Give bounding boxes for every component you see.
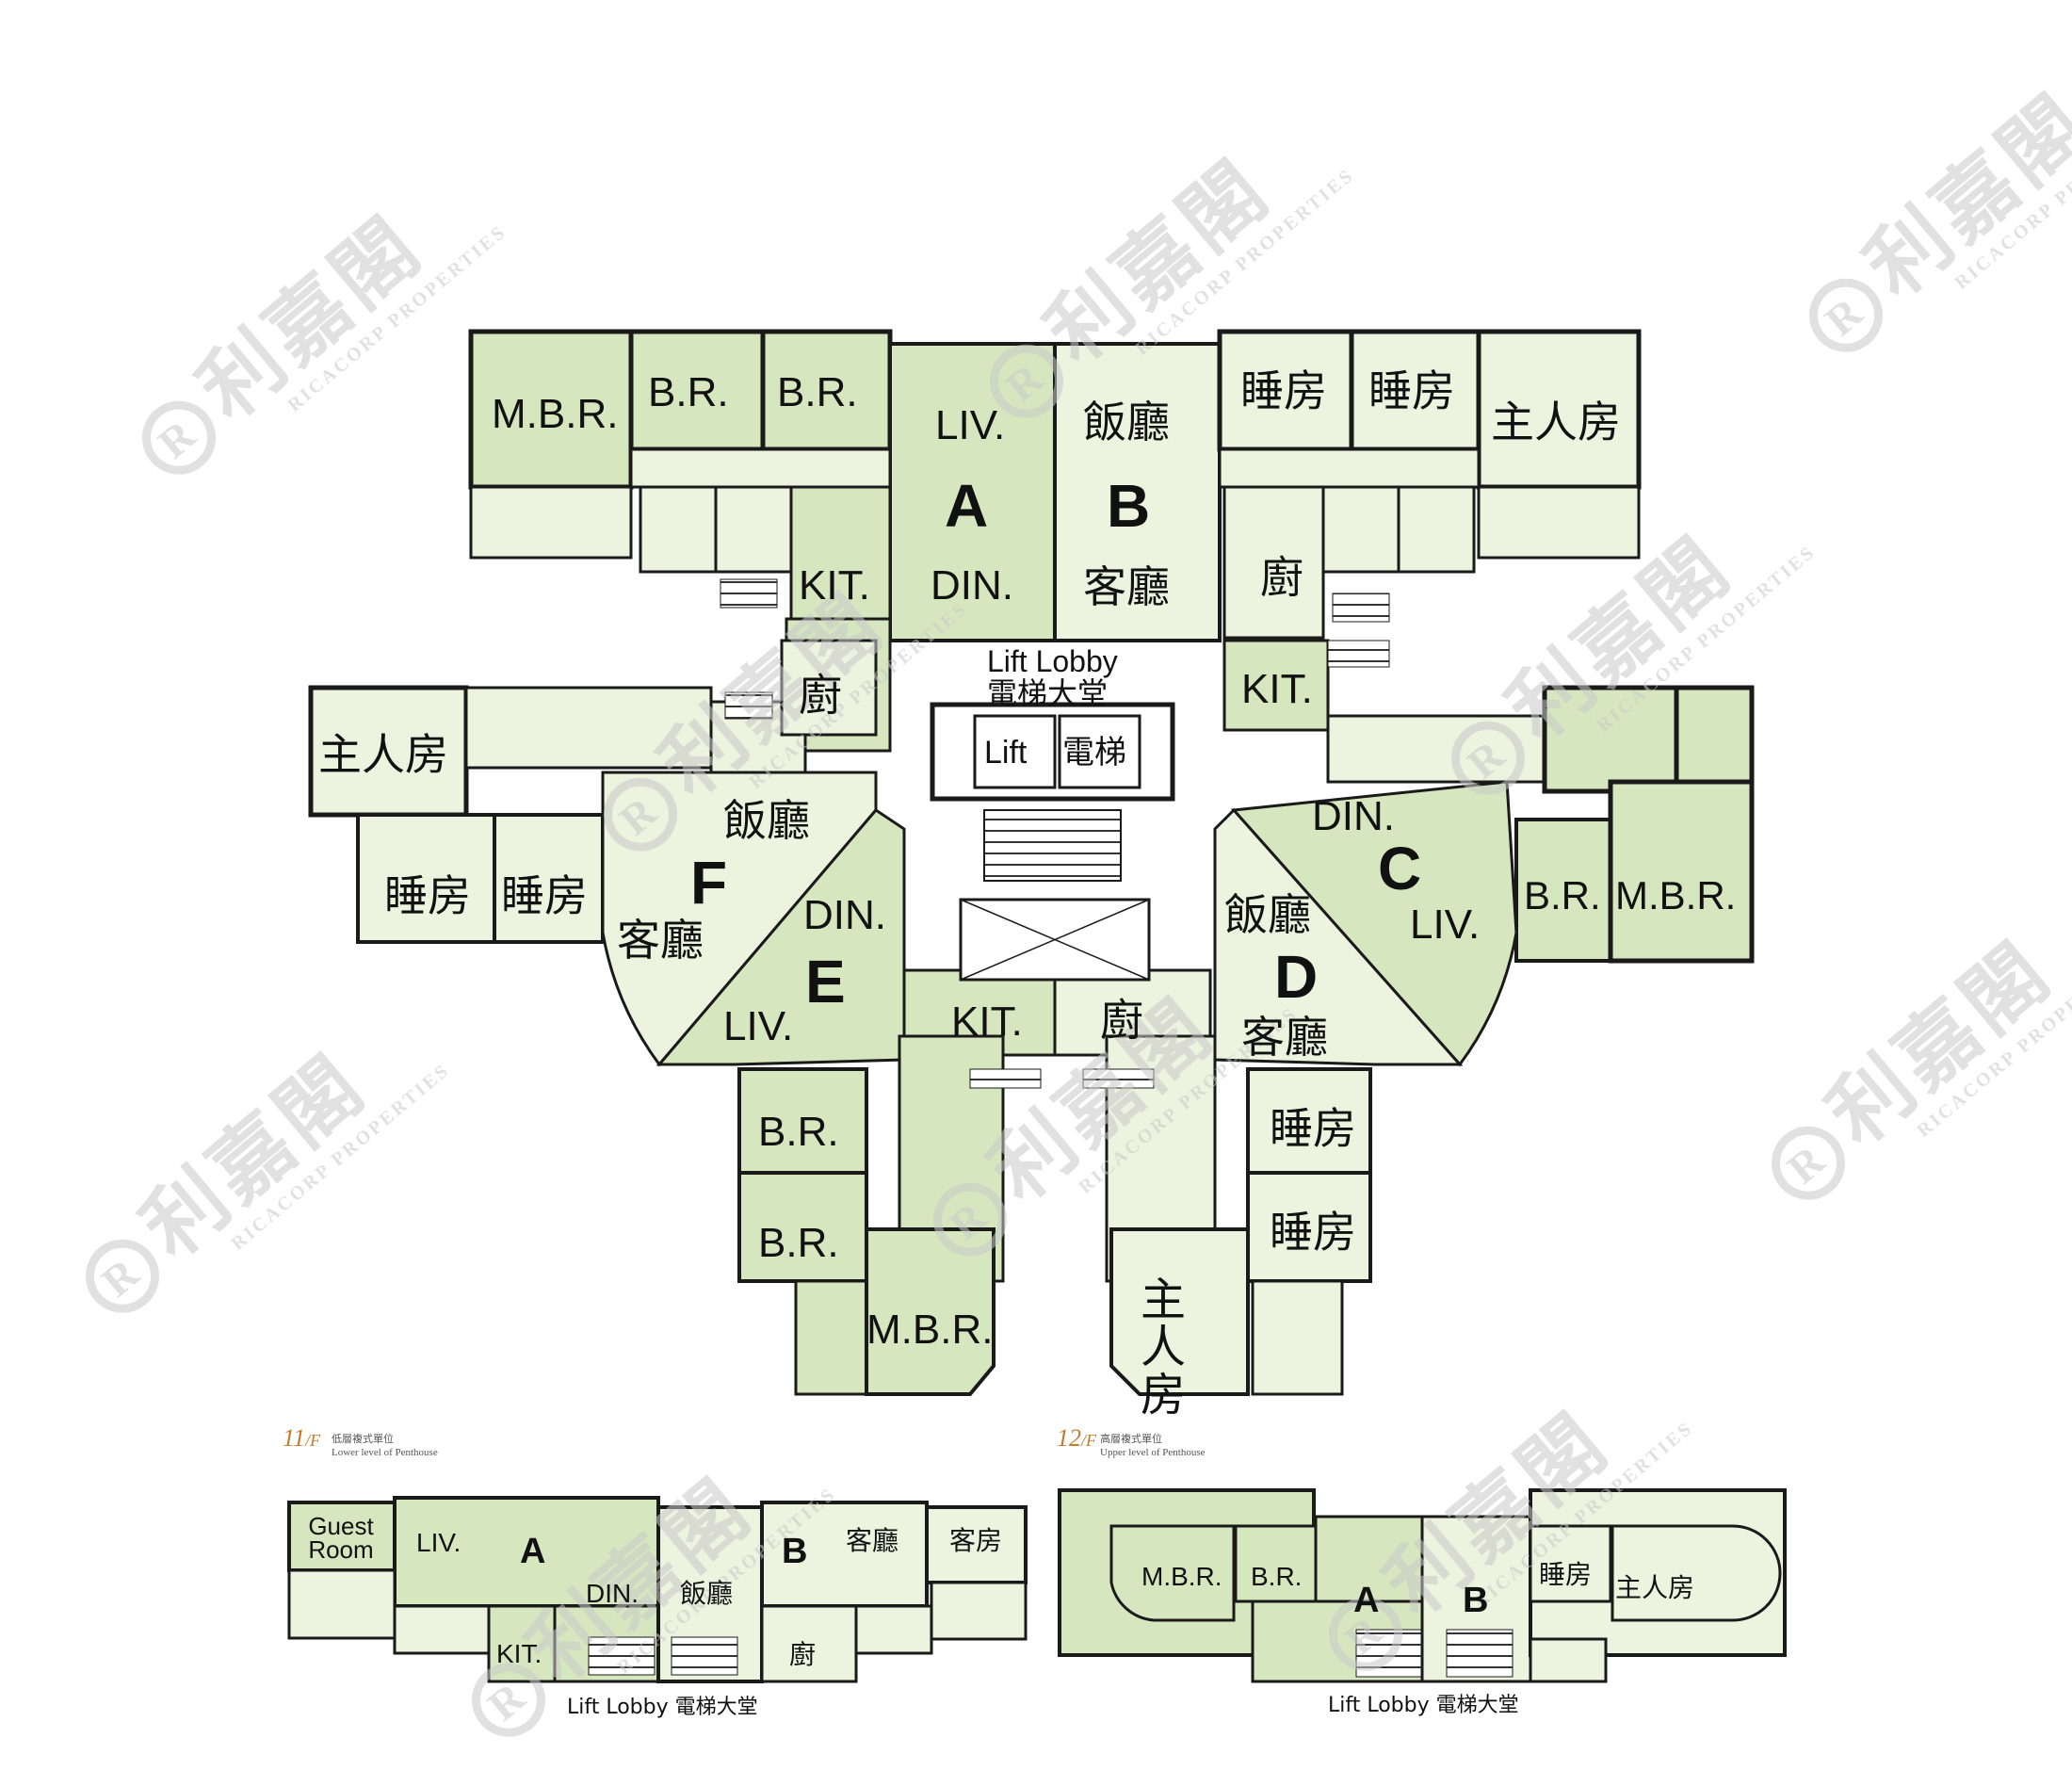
floor-12-subtitle-en: Upper level of Penthouse [1100, 1447, 1206, 1458]
room-label-f-bedroom1: 睡房 [384, 870, 471, 921]
room-label-e-br1: B.R. [758, 1109, 839, 1155]
room-label-e-br2: B.R. [758, 1220, 839, 1266]
unit-letter-11f-a: A [520, 1532, 546, 1571]
floor-11-subtitle-cn: 低層複式單位 [332, 1434, 394, 1445]
floor-12-plan [1058, 1488, 1787, 1683]
lift-lobby-label-en: Lift Lobby [987, 644, 1118, 678]
room-label-c-br: B.R. [1524, 873, 1601, 917]
room-label-f-master: 主人房 [318, 729, 448, 780]
room-label-b-master: 主人房 [1491, 397, 1621, 447]
room-label-11f-guest-room: Guest Room [308, 1512, 374, 1564]
unit-letter-12f-b: B [1463, 1581, 1489, 1620]
lift-label-en: Lift [984, 735, 1028, 771]
room-label-11f-kitchen: 廚 [789, 1639, 817, 1670]
room-label-a-liv: LIV. [935, 402, 1006, 448]
room-label-c-din: DIN. [1312, 793, 1395, 839]
floor-11-subtitle-en: Lower level of Penthouse [332, 1447, 438, 1458]
room-label-11f-dining: 飯廳 [680, 1578, 734, 1609]
lift-lobby-label-cn: 電梯大堂 [987, 675, 1109, 711]
room-label-11f-liv: LIV. [416, 1528, 461, 1557]
room-label-12f-bedroom: 睡房 [1539, 1559, 1593, 1590]
room-label-a-br2: B.R. [777, 369, 858, 415]
room-label-c-liv: LIV. [1410, 901, 1481, 948]
unit-letter-f: F [690, 849, 728, 917]
room-label-b-kitchen: 廚 [1260, 552, 1303, 603]
unit-d [1053, 807, 1464, 1396]
room-label-e-liv: LIV. [723, 1003, 794, 1049]
room-label-f-kitchen: 廚 [799, 670, 842, 721]
floor-12-lift-lobby: Lift Lobby 電梯大堂 [1328, 1694, 1519, 1717]
room-label-d-bedroom1: 睡房 [1270, 1103, 1356, 1154]
room-label-c-mbr: M.B.R. [1615, 873, 1737, 917]
unit-letter-e: E [805, 948, 846, 1015]
room-label-d-master: 主人房 [1140, 1274, 1186, 1421]
floor-12-title: 12/F [1057, 1424, 1096, 1452]
unit-letter-12f-a: A [1353, 1581, 1380, 1620]
unit-letter-b: B [1107, 472, 1151, 540]
room-label-11f-kit: KIT. [496, 1639, 542, 1668]
main-plan [308, 329, 1755, 1396]
room-label-a-din: DIN. [931, 562, 1013, 609]
room-label-e-din: DIN. [803, 892, 886, 938]
unit-letter-a: A [945, 472, 989, 540]
floor-11-title: 11/F [283, 1424, 321, 1452]
unit-f [308, 639, 878, 1067]
room-label-b-bedroom1: 睡房 [1240, 365, 1327, 416]
room-label-e-mbr: M.B.R. [866, 1307, 994, 1353]
room-label-b-dining: 飯廳 [1083, 397, 1170, 447]
room-label-a-br1: B.R. [648, 369, 729, 415]
room-label-f-dining: 飯廳 [723, 795, 810, 846]
floor-11-plan [287, 1496, 1028, 1683]
unit-e [656, 808, 1057, 1396]
room-label-11f-guest-cn: 客房 [949, 1525, 1003, 1556]
room-label-f-living: 客廳 [617, 915, 704, 966]
unit-b [1053, 329, 1642, 642]
room-label-12f-br: B.R. [1251, 1562, 1303, 1591]
room-label-12f-mbr: M.B.R. [1141, 1562, 1222, 1591]
unit-letter-11f-b: B [782, 1532, 808, 1571]
room-label-d-bedroom2: 睡房 [1270, 1207, 1356, 1258]
lift-core [930, 702, 1175, 982]
room-label-a-mbr: M.B.R. [492, 391, 619, 437]
floor-11-lift-lobby: Lift Lobby 電梯大堂 [567, 1696, 758, 1719]
room-label-d-kitchen: 廚 [1100, 995, 1143, 1046]
room-label-c-kit: KIT. [1241, 666, 1313, 712]
room-label-b-living: 客廳 [1083, 561, 1170, 612]
unit-c [1222, 639, 1755, 1067]
lift-label-cn: 電梯 [1062, 734, 1126, 771]
room-label-12f-master: 主人房 [1615, 1572, 1695, 1603]
room-label-f-bedroom2: 睡房 [501, 870, 588, 921]
unit-letter-d: D [1274, 943, 1319, 1011]
unit-letter-c: C [1378, 835, 1422, 902]
room-label-d-living: 客廳 [1241, 1012, 1328, 1063]
floor-12-subtitle-cn: 高層複式單位 [1100, 1434, 1162, 1445]
room-label-d-dining: 飯廳 [1224, 889, 1311, 940]
room-label-a-kit: KIT. [799, 562, 870, 609]
room-label-11f-living: 客廳 [846, 1525, 899, 1556]
room-label-11f-din: DIN. [586, 1579, 639, 1608]
room-label-e-kit: KIT. [951, 999, 1023, 1045]
room-label-b-bedroom2: 睡房 [1368, 365, 1455, 416]
